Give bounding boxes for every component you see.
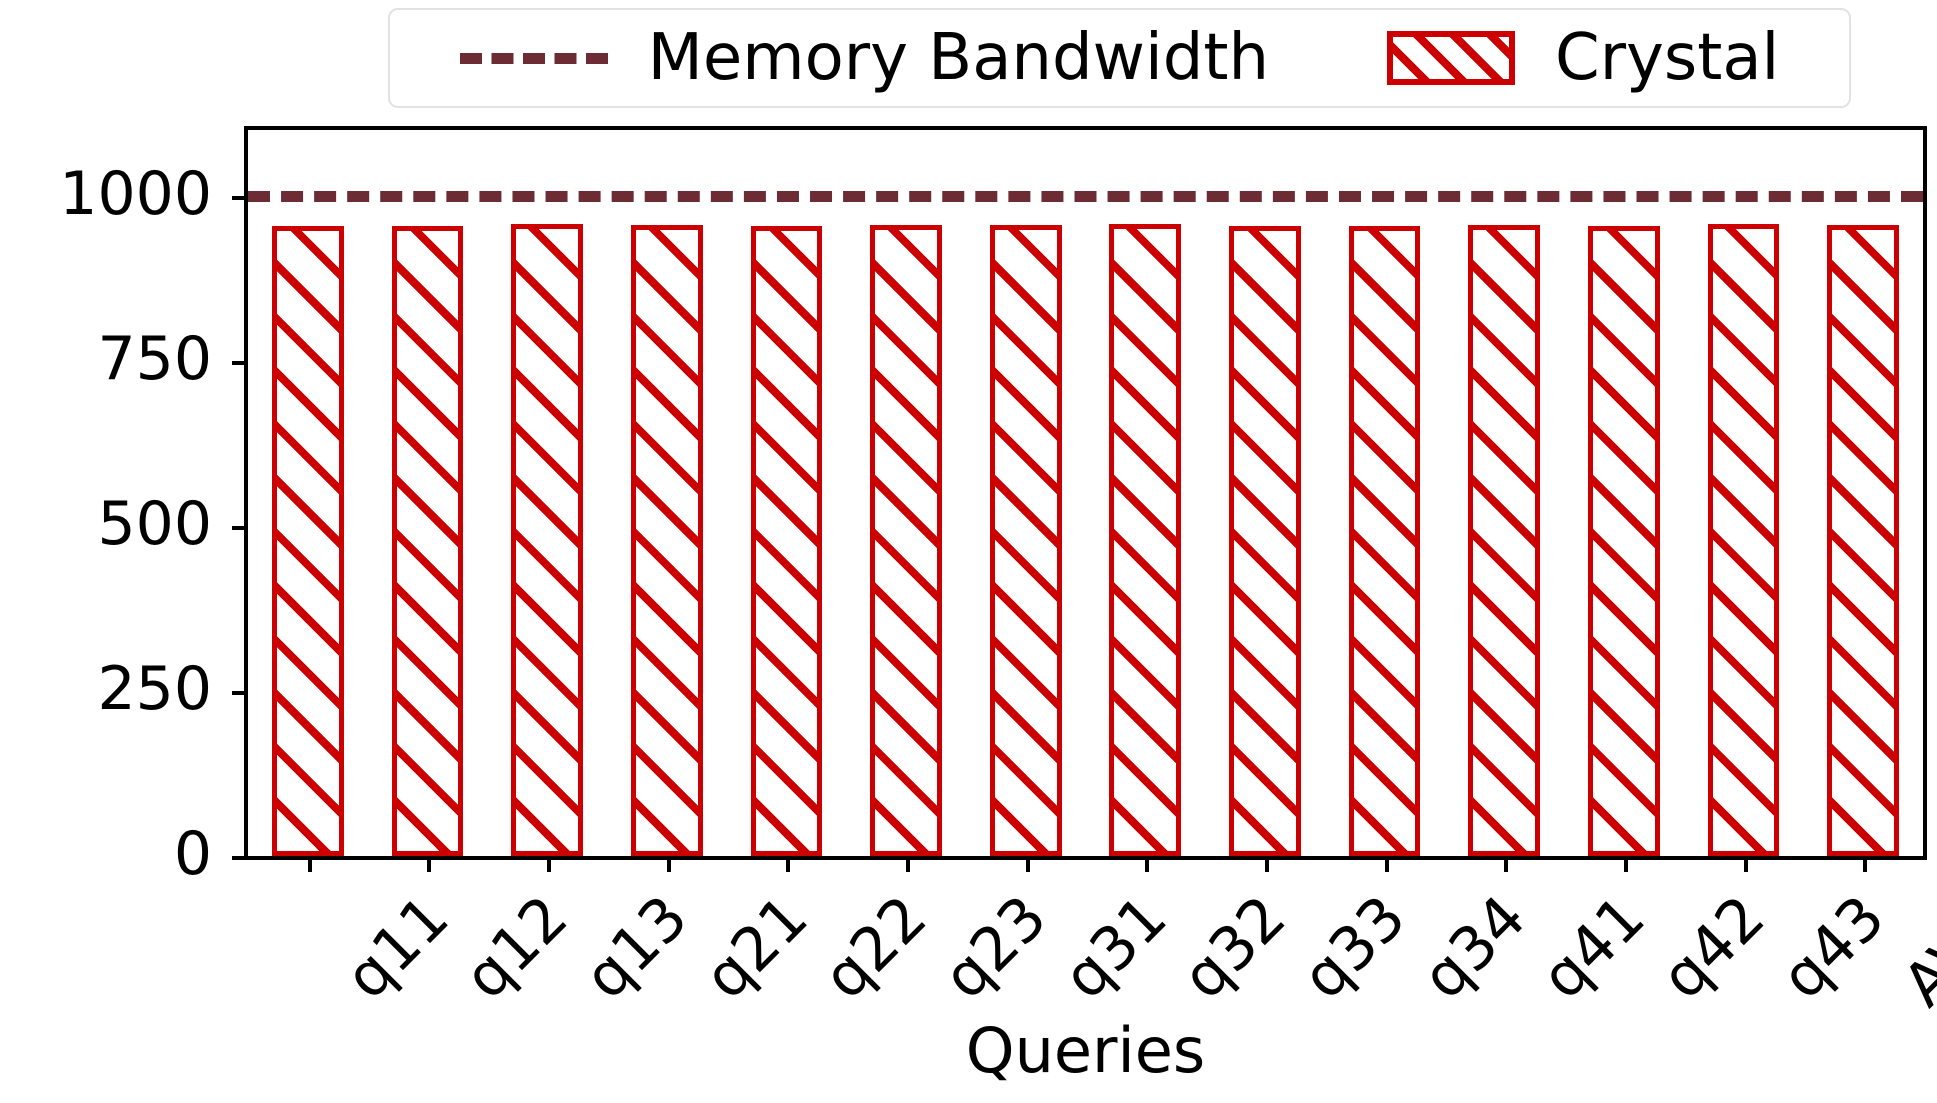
x-tick-mark	[1743, 856, 1748, 872]
x-tick-label-q31: q31	[1049, 882, 1181, 1013]
bar-q21	[630, 225, 703, 856]
y-tick-label: 1000	[59, 159, 212, 229]
legend-entry-memory-bandwidth[interactable]: Memory Bandwidth	[459, 21, 1270, 95]
y-tick-mark	[232, 691, 248, 695]
bar-q43	[1707, 224, 1780, 856]
x-tick-label-q33: q33	[1288, 882, 1420, 1013]
x-tick-mark	[906, 856, 911, 872]
legend-label-memory-bandwidth: Memory Bandwidth	[647, 21, 1270, 95]
x-tick-mark	[307, 856, 312, 872]
x-tick-mark	[786, 856, 791, 872]
x-tick-label-q34: q34	[1408, 882, 1539, 1013]
x-tick-label-q23: q23	[930, 882, 1061, 1013]
bar-q33	[1229, 225, 1301, 856]
bar-q42	[1588, 226, 1660, 856]
y-tick-mark	[232, 196, 248, 200]
bar-q31	[989, 225, 1062, 856]
bar-q11	[271, 225, 344, 856]
dashed-line-swatch-icon	[459, 52, 608, 64]
bar-q34	[1348, 225, 1421, 856]
x-tick-label-q22: q22	[810, 882, 941, 1013]
x-tick-label-q43: q43	[1767, 882, 1898, 1013]
x-tick-label-AVG: AVG	[1890, 882, 1937, 1021]
bar-q41	[1468, 225, 1541, 856]
bar-q12	[391, 225, 464, 856]
bar-AVG	[1827, 225, 1900, 856]
legend-entry-crystal[interactable]: Crystal	[1387, 26, 1779, 90]
x-tick-mark	[1504, 856, 1509, 872]
bar-q13	[511, 224, 583, 856]
x-tick-label-q41: q41	[1528, 882, 1659, 1013]
x-tick-mark	[1623, 856, 1628, 872]
x-tick-label-q32: q32	[1169, 882, 1300, 1013]
x-tick-label-q12: q12	[451, 882, 582, 1013]
y-tick-mark	[232, 361, 248, 365]
bar-q23	[870, 225, 942, 856]
x-tick-mark	[547, 856, 552, 872]
x-tick-mark	[1264, 856, 1269, 872]
y-tick-label: 250	[97, 654, 212, 724]
y-tick-label: 750	[97, 324, 212, 394]
bar-q22	[750, 225, 823, 856]
x-tick-mark	[666, 856, 671, 872]
y-tick-mark	[232, 526, 248, 530]
x-tick-label-q21: q21	[690, 882, 822, 1013]
bar-q32	[1109, 224, 1182, 856]
y-tick-label: 500	[97, 489, 212, 559]
x-axis-title: Queries	[965, 1014, 1206, 1087]
x-tick-mark	[1863, 856, 1868, 872]
legend-label-crystal: Crystal	[1555, 21, 1780, 95]
x-tick-label-q13: q13	[571, 882, 702, 1013]
y-tick-mark	[232, 856, 248, 860]
memory-bandwidth-threshold-line	[248, 191, 1923, 203]
hatched-bar-swatch-icon	[1387, 31, 1516, 85]
x-tick-mark	[1384, 856, 1389, 872]
x-tick-mark	[427, 856, 432, 872]
x-tick-mark	[1025, 856, 1030, 872]
x-tick-label-q11: q11	[331, 882, 463, 1013]
x-tick-label-q42: q42	[1647, 882, 1779, 1013]
chart-legend: Memory Bandwidth Crystal	[388, 8, 1851, 108]
y-tick-label: 0	[173, 819, 212, 889]
x-tick-mark	[1145, 856, 1150, 872]
